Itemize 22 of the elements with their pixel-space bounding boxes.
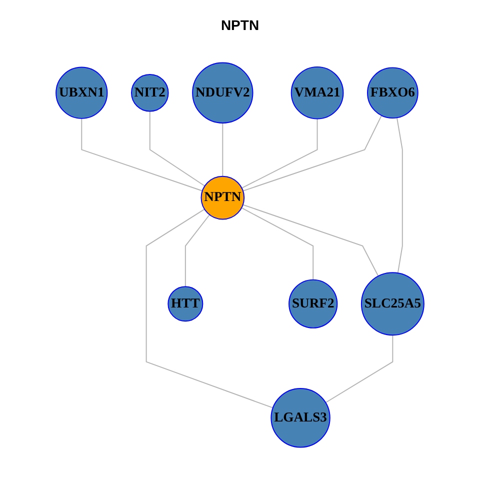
node-circle: LGALS3: [270, 388, 330, 448]
node-circle: FBXO6: [367, 67, 418, 119]
connector: [325, 334, 394, 404]
connector: [242, 114, 382, 192]
connector: [81, 118, 203, 192]
node-circle: UBXN1: [56, 66, 108, 119]
connector: [146, 208, 274, 408]
connector: [241, 207, 314, 280]
node-circle: NIT2: [131, 74, 169, 112]
node-circle: SLC25A5: [360, 272, 424, 336]
node-circle: SURF2: [288, 279, 338, 328]
node-circle: NDUFV2: [192, 62, 254, 124]
connector: [396, 117, 403, 274]
connector: [184, 214, 210, 288]
connector: [241, 118, 318, 189]
node-circle: HTT: [168, 286, 204, 322]
node-circle: VMA21: [290, 66, 344, 120]
connector: [242, 204, 379, 277]
node-circle: NPTN: [200, 176, 245, 220]
title: NPTN: [220, 17, 260, 33]
connector: [149, 110, 206, 186]
connector: [222, 122, 224, 177]
